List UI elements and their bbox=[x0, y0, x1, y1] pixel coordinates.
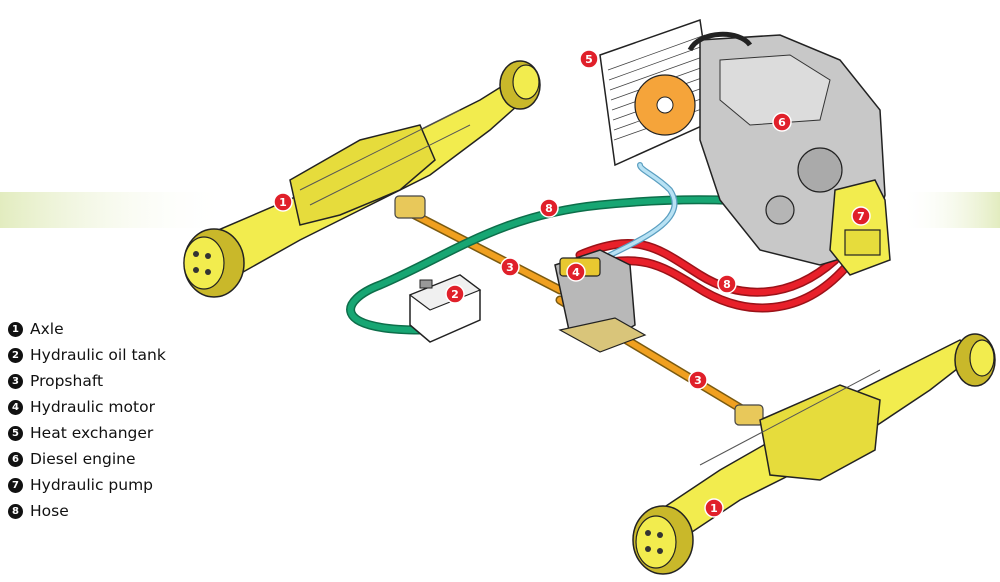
svg-text:8: 8 bbox=[723, 278, 731, 291]
callout-propshaft-lower: 3 bbox=[688, 370, 708, 390]
legend-number: 8 bbox=[8, 503, 23, 519]
legend-number: 2 bbox=[8, 347, 23, 363]
svg-text:1: 1 bbox=[279, 196, 287, 209]
svg-text:6: 6 bbox=[778, 116, 786, 129]
svg-text:3: 3 bbox=[506, 261, 514, 274]
callout-propshaft-upper: 3 bbox=[500, 257, 520, 277]
legend-label: Hydraulic oil tank bbox=[30, 346, 166, 364]
legend-label: Hydraulic motor bbox=[30, 398, 155, 416]
svg-text:5: 5 bbox=[585, 53, 593, 66]
legend-number: 5 bbox=[8, 425, 23, 441]
legend-label: Heat exchanger bbox=[30, 424, 154, 442]
legend-label: Hose bbox=[30, 502, 69, 520]
svg-text:8: 8 bbox=[545, 202, 553, 215]
hydraulic-pump bbox=[829, 179, 891, 276]
callout-hydraulic-motor: 4 bbox=[566, 262, 586, 282]
svg-text:1: 1 bbox=[710, 502, 718, 515]
heat-exchanger bbox=[599, 18, 716, 167]
callout-hose-green: 8 bbox=[539, 198, 559, 218]
callout-oil-tank: 2 bbox=[445, 284, 465, 304]
legend-item-axle: 1 Axle bbox=[8, 316, 166, 342]
callout-diesel-engine: 6 bbox=[772, 112, 792, 132]
background-band-right bbox=[900, 192, 1000, 228]
legend-item-propshaft: 3 Propshaft bbox=[8, 368, 166, 394]
callout-axle-rear: 1 bbox=[273, 192, 293, 212]
legend-label: Diesel engine bbox=[30, 450, 136, 468]
svg-text:3: 3 bbox=[694, 374, 702, 387]
axle-rear bbox=[183, 60, 541, 298]
propshaft bbox=[394, 195, 765, 426]
svg-text:4: 4 bbox=[572, 266, 580, 279]
axle-front bbox=[632, 333, 996, 575]
callout-axle-front: 1 bbox=[704, 498, 724, 518]
svg-text:7: 7 bbox=[857, 210, 865, 223]
callout-hydraulic-pump: 7 bbox=[851, 206, 871, 226]
legend-number: 3 bbox=[8, 373, 23, 389]
legend-item-hydraulic-pump: 7 Hydraulic pump bbox=[8, 472, 166, 498]
legend-number: 4 bbox=[8, 399, 23, 415]
legend-item-hose: 8 Hose bbox=[8, 498, 166, 524]
legend-item-diesel-engine: 6 Diesel engine bbox=[8, 446, 166, 472]
legend-number: 6 bbox=[8, 451, 23, 467]
legend-number: 7 bbox=[8, 477, 23, 493]
svg-text:2: 2 bbox=[451, 288, 459, 301]
legend-label: Axle bbox=[30, 320, 64, 338]
hydraulic-oil-tank bbox=[408, 274, 482, 343]
legend-number: 1 bbox=[8, 321, 23, 337]
legend-item-heat-exchanger: 5 Heat exchanger bbox=[8, 420, 166, 446]
legend: 1 Axle 2 Hydraulic oil tank 3 Propshaft … bbox=[8, 316, 166, 524]
legend-item-hydraulic-oil-tank: 2 Hydraulic oil tank bbox=[8, 342, 166, 368]
background-band-left bbox=[0, 192, 230, 228]
callout-hose-red: 8 bbox=[717, 274, 737, 294]
callout-heat-exchanger: 5 bbox=[579, 49, 599, 69]
legend-label: Hydraulic pump bbox=[30, 476, 154, 494]
legend-label: Propshaft bbox=[30, 372, 104, 390]
legend-item-hydraulic-motor: 4 Hydraulic motor bbox=[8, 394, 166, 420]
